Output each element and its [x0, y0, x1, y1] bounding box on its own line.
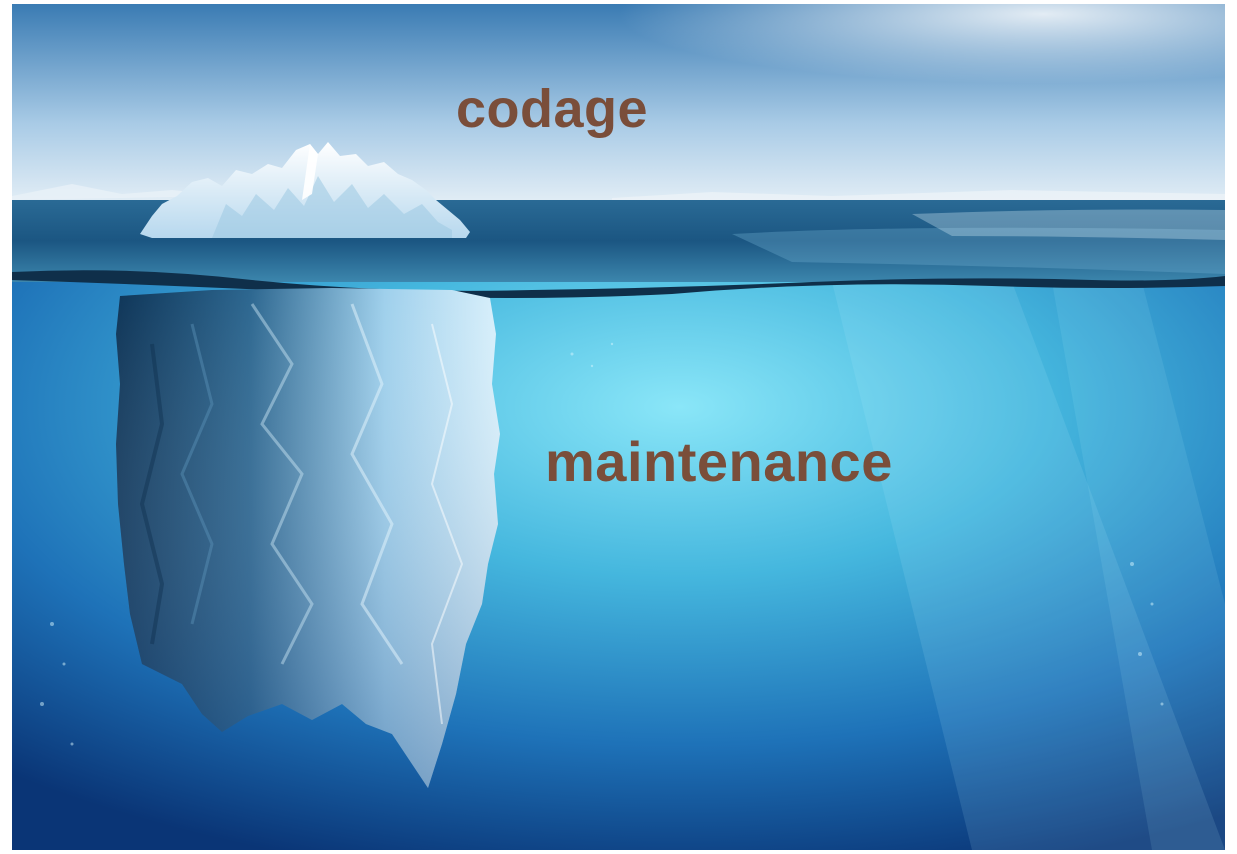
label-codage: codage: [456, 79, 649, 139]
iceberg-underwater: [116, 288, 500, 788]
iceberg-tip: [140, 142, 470, 238]
label-maintenance: maintenance: [545, 430, 893, 493]
iceberg-image: codage maintenance: [12, 4, 1225, 850]
iceberg-illustration: [12, 4, 1225, 850]
